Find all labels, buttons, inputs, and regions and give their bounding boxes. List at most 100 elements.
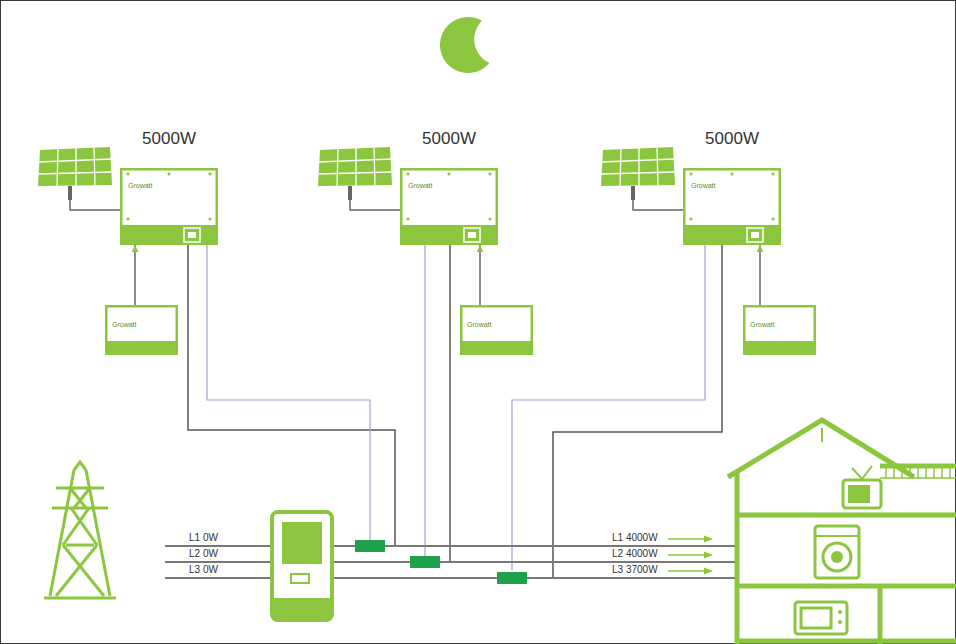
washer-icon-part (815, 535, 859, 537)
solar-panel-part-part (94, 148, 95, 185)
grid-line-part (165, 577, 272, 579)
brand-logo: Growatt (691, 182, 716, 189)
solar-panel-part-part (319, 159, 391, 162)
inverter-body-part (464, 228, 480, 242)
house-fence-part (917, 466, 919, 478)
grid-pylon-part (66, 544, 94, 547)
solar-panel-part-part (374, 148, 375, 185)
solar-panel-part-part (602, 172, 674, 174)
grid-pylon-part (63, 508, 89, 545)
grid-pylon-part (52, 507, 108, 510)
solar-panel-part (350, 200, 400, 210)
solar-panel-part (68, 186, 72, 200)
solar-panel-part-part (620, 149, 621, 186)
solar-panel (38, 147, 120, 210)
inverter-body-part (188, 232, 196, 238)
solar-panel-part-part (355, 148, 356, 186)
house-part (737, 584, 956, 589)
house-fence-part (933, 466, 935, 478)
inverter-body-part (683, 225, 781, 245)
inverter-body-part (468, 232, 476, 238)
charge-arrow (134, 245, 136, 305)
brand-logo: Growatt (467, 321, 492, 328)
phase-power-label: L1 4000W (611, 533, 659, 543)
brand-logo: Growatt (750, 321, 775, 328)
flow-arrow-part (668, 570, 706, 572)
brand-logo: Growatt (112, 321, 137, 328)
washer-icon-part (831, 551, 843, 563)
battery-body-part (460, 341, 533, 355)
moon-icon (440, 17, 489, 73)
inverter-body-part (167, 172, 170, 175)
solar-panel-part-part (39, 172, 111, 174)
battery-box: Growatt (743, 305, 816, 355)
inverter-body-part (126, 172, 129, 175)
charge-arrow (479, 245, 481, 305)
grid-line (165, 546, 735, 578)
inverter-body-part (400, 225, 498, 245)
inverter-body-part (447, 172, 450, 175)
grid-line-part (165, 545, 272, 547)
grid-pylon-part (74, 462, 86, 470)
solar-panel (318, 147, 400, 210)
battery-box: Growatt (105, 305, 178, 355)
washer-icon-part (823, 543, 851, 571)
house-part (737, 513, 956, 518)
ct-clamp-part (497, 572, 527, 584)
flow-arrow-part (704, 568, 713, 575)
energy-meter-part (282, 522, 322, 564)
house (728, 420, 956, 644)
solar-panel-part (631, 186, 635, 200)
ct-signal-wire-part (207, 245, 370, 540)
tv-icon-part (843, 480, 881, 508)
microwave-icon-part (838, 620, 842, 624)
solar-panel-part-part (638, 148, 639, 186)
solar-panel-part (348, 186, 352, 200)
phase-power-label: L2 0W (188, 549, 219, 559)
washer-icon-part (815, 526, 859, 578)
grid-pylon-part (56, 545, 97, 596)
power-rating: 5000W (705, 130, 759, 147)
power-wire (188, 245, 722, 578)
flow-arrow-part (704, 536, 713, 543)
energy-meter-part (272, 512, 332, 620)
inverter-body-part (406, 172, 409, 175)
solar-panel (601, 147, 683, 210)
inverter-box: 5000WGrowatt (400, 168, 498, 245)
inverter-box: 5000WGrowatt (683, 168, 781, 245)
solar-panel-part-part (319, 172, 391, 174)
inverter-body-part (120, 225, 218, 245)
house-fence-part (893, 466, 895, 478)
house-part (878, 586, 883, 644)
microwave-icon-part (795, 602, 847, 634)
battery-box: Growatt (460, 305, 533, 355)
solar-panel-part (39, 148, 111, 186)
inverter-body-part (730, 172, 733, 175)
inverter-body-part (771, 217, 774, 220)
solar-panel-part-part (39, 159, 111, 162)
inverter-body-part (184, 228, 200, 242)
solar-panel-part-part (57, 149, 58, 186)
microwave-icon-part (838, 610, 842, 614)
solar-panel-part (633, 200, 683, 210)
grid-line-part (332, 545, 735, 547)
inverter-body-part (747, 228, 763, 242)
flow-arrow-part (668, 538, 706, 540)
solar-panel-part (319, 148, 391, 186)
solar-panel-part-part (337, 149, 338, 186)
brand-logo: Growatt (408, 182, 433, 189)
energy-meter-part (274, 598, 330, 618)
battery-body-part (743, 341, 816, 355)
inverter-body-part (406, 217, 409, 220)
power-wire-part (188, 245, 395, 546)
tv-icon-part (848, 485, 870, 503)
inverter-body (683, 168, 781, 245)
solar-panel-part-part (75, 148, 76, 186)
phase-power-label: L3 3700W (611, 565, 659, 575)
battery-body (460, 305, 533, 355)
house-fence-part (949, 466, 951, 478)
house-fence-part (901, 466, 903, 478)
tv-icon (843, 466, 881, 508)
power-wire-part (449, 245, 451, 562)
